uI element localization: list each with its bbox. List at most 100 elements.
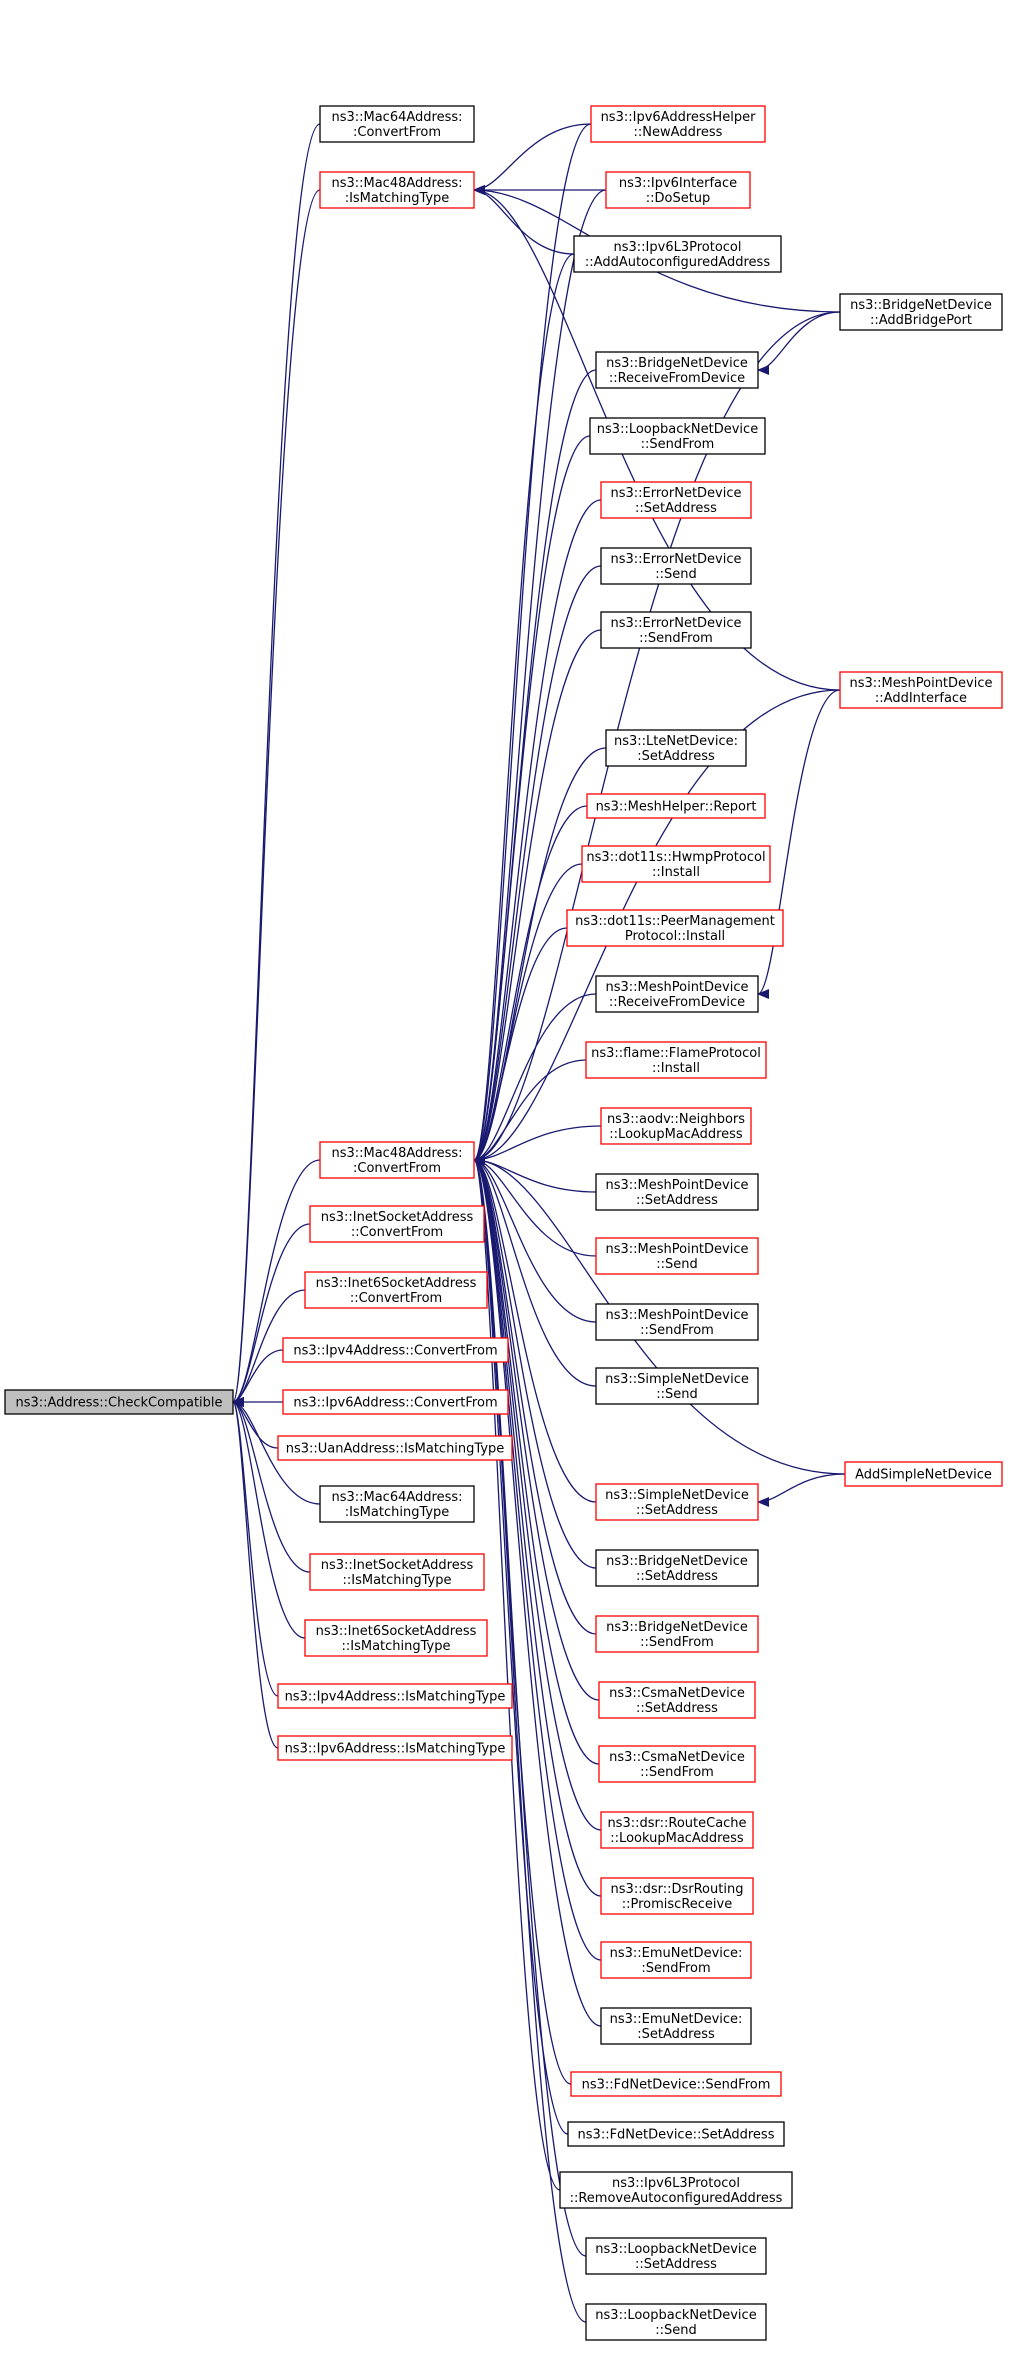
node-meshpoint_addinterface[interactable]: ns3::MeshPointDevice::AddInterface [839,671,1003,709]
node-ipv6_convertfrom[interactable]: ns3::Ipv6Address::ConvertFrom [282,1389,509,1415]
node-meshpoint_send[interactable]: ns3::MeshPointDevice::Send [595,1237,759,1275]
node-emu_setaddress[interactable]: ns3::EmuNetDevice::SetAddress [600,2007,752,2045]
node-box [277,1435,513,1461]
edge-loopback_send-to-mac48_convertfrom [473,1155,587,2323]
node-simple_setaddress[interactable]: ns3::SimpleNetDevice::SetAddress [595,1483,759,1521]
node-box [304,1271,488,1309]
node-box [600,2007,752,2045]
node-box [581,845,771,883]
node-box [573,235,782,273]
node-inetsocket_ismatchingtype[interactable]: ns3::InetSocketAddress::IsMatchingType [309,1553,485,1591]
node-label-line: :ConvertFrom [353,125,441,140]
node-box [600,547,752,585]
node-box [319,1141,475,1179]
node-emu_sendfrom[interactable]: ns3::EmuNetDevice::SendFrom [600,1941,752,1979]
node-label-line: ns3::MeshPointDevice [605,1178,748,1193]
node-ipv6interface_dosetup[interactable]: ns3::Ipv6Interface::DoSetup [605,171,751,209]
node-label-line: ns3::dot11s::PeerManagement [575,914,775,929]
node-uan_ismatchingtype[interactable]: ns3::UanAddress::IsMatchingType [277,1435,513,1461]
node-label-line: ns3::EmuNetDevice: [610,1946,743,1961]
edge-inetsocket_convertfrom-to-root [232,1223,311,1407]
node-box [600,481,752,519]
node-ipv4_ismatchingtype[interactable]: ns3::Ipv4Address::IsMatchingType [277,1683,513,1709]
node-flame_install[interactable]: ns3::flame::FlameProtocol::Install [585,1041,767,1079]
node-box [566,909,784,947]
node-dsr_routecache_lookupmac[interactable]: ns3::dsr::RouteCache::LookupMacAddress [600,1811,754,1849]
node-simple_send[interactable]: ns3::SimpleNetDevice::Send [595,1367,759,1405]
node-box [585,1041,767,1079]
node-addsimplenetdevice[interactable]: AddSimpleNetDevice [844,1461,1003,1487]
node-ipv4_convertfrom[interactable]: ns3::Ipv4Address::ConvertFrom [282,1337,509,1363]
node-bridge_setaddress[interactable]: ns3::BridgeNetDevice::SetAddress [595,1549,759,1587]
node-loopback_send[interactable]: ns3::LoopbackNetDevice::Send [585,2303,767,2341]
node-label-line: ns3::BridgeNetDevice [606,1620,748,1635]
node-meshhelper_report[interactable]: ns3::MeshHelper::Report [586,793,766,819]
node-peermgmt_install[interactable]: ns3::dot11s::PeerManagementProtocol::Ins… [566,909,784,947]
node-meshpoint_sendfrom[interactable]: ns3::MeshPointDevice::SendFrom [595,1303,759,1341]
node-bridge_sendfrom[interactable]: ns3::BridgeNetDevice::SendFrom [595,1615,759,1653]
node-label-line: ns3::FdNetDevice::SendFrom [582,2078,771,2093]
node-ipv6l3_addautoconf[interactable]: ns3::Ipv6L3Protocol::AddAutoconfiguredAd… [573,235,782,273]
node-ipv6_ismatchingtype[interactable]: ns3::Ipv6Address::IsMatchingType [277,1735,513,1761]
node-fd_setaddress[interactable]: ns3::FdNetDevice::SetAddress [567,2121,785,2147]
node-hwmp_install[interactable]: ns3::dot11s::HwmpProtocol::Install [581,845,771,883]
node-label-line: ::LookupMacAddress [609,1127,743,1142]
node-label-line: ns3::MeshHelper::Report [596,800,757,815]
node-ipv6addresshelper_newaddress[interactable]: ns3::Ipv6AddressHelper::NewAddress [590,105,766,143]
node-label-line: ns3::flame::FlameProtocol [591,1046,761,1061]
node-label-line: ns3::Ipv6Interface [619,176,737,191]
node-label-line: ::Send [655,567,697,582]
node-meshpoint_receivefromdevice[interactable]: ns3::MeshPointDevice::ReceiveFromDevice [595,975,759,1013]
node-aodv_lookupmac[interactable]: ns3::aodv::Neighbors::LookupMacAddress [600,1107,752,1145]
node-error_sendfrom[interactable]: ns3::ErrorNetDevice::SendFrom [600,611,752,649]
node-error_send[interactable]: ns3::ErrorNetDevice::Send [600,547,752,585]
node-root[interactable]: ns3::Address::CheckCompatible [4,1389,234,1415]
edge-emu_sendfrom-to-mac48_convertfrom [473,1155,602,1961]
node-label-line: :SetAddress [637,749,715,764]
node-mac64_ismatchingtype[interactable]: ns3::Mac64Address::IsMatchingType [319,1485,475,1523]
edge-meshpoint_receivefromdevice-to-mac48_convertfrom [473,993,597,1165]
node-dsr_promiscreceive[interactable]: ns3::dsr::DsrRouting::PromiscReceive [600,1877,754,1915]
node-label-line: ns3::Ipv4Address::IsMatchingType [285,1690,506,1705]
node-mac64_convertfrom[interactable]: ns3::Mac64Address::ConvertFrom [319,105,475,143]
node-box [559,2171,793,2209]
node-inet6socket_convertfrom[interactable]: ns3::Inet6SocketAddress::ConvertFrom [304,1271,488,1309]
node-mac48_convertfrom[interactable]: ns3::Mac48Address::ConvertFrom [319,1141,475,1179]
node-loopback_sendfrom[interactable]: ns3::LoopbackNetDevice::SendFrom [589,417,766,455]
node-lte_setaddress[interactable]: ns3::LteNetDevice::SetAddress [605,729,747,767]
node-bridge_addbridgeport[interactable]: ns3::BridgeNetDevice::AddBridgePort [839,293,1003,331]
node-box [570,2071,782,2097]
edge-addsimplenetdevice-to-simple_setaddress [757,1473,846,1507]
edge-ipv6_ismatchingtype-to-root [232,1397,279,1749]
node-inetsocket_convertfrom[interactable]: ns3::InetSocketAddress::ConvertFrom [309,1205,485,1243]
node-label-line: ::SetAddress [636,1701,718,1716]
node-meshpoint_setaddress[interactable]: ns3::MeshPointDevice::SetAddress [595,1173,759,1211]
node-label-line: ::SetAddress [635,2257,717,2272]
node-fd_sendfrom[interactable]: ns3::FdNetDevice::SendFrom [570,2071,782,2097]
node-mac48_ismatchingtype[interactable]: ns3::Mac48Address::IsMatchingType [319,171,475,209]
node-csma_sendfrom[interactable]: ns3::CsmaNetDevice::SendFrom [598,1745,756,1783]
node-label-line: ::ConvertFrom [351,1225,443,1240]
node-label-line: ns3::aodv::Neighbors [607,1112,745,1127]
node-label-line: ::DoSetup [646,191,711,206]
node-box [595,1549,759,1587]
node-box [304,1619,488,1657]
node-label-line: ns3::Mac48Address: [331,176,462,191]
node-bridge_receivefromdevice[interactable]: ns3::BridgeNetDevice::ReceiveFromDevice [595,351,759,389]
node-box [4,1389,234,1415]
edge-csma_setaddress-to-mac48_convertfrom [473,1155,600,1701]
node-label-line: ns3::LoopbackNetDevice [595,2242,756,2257]
node-csma_setaddress[interactable]: ns3::CsmaNetDevice::SetAddress [598,1681,756,1719]
node-box [567,2121,785,2147]
node-ipv6l3_removeautoconf[interactable]: ns3::Ipv6L3Protocol::RemoveAutoconfigure… [559,2171,793,2209]
node-label-line: ::SetAddress [635,501,717,516]
node-loopback_setaddress[interactable]: ns3::LoopbackNetDevice::SetAddress [585,2237,767,2275]
node-error_setaddress[interactable]: ns3::ErrorNetDevice::SetAddress [600,481,752,519]
node-label-line: ns3::BridgeNetDevice [606,1554,748,1569]
node-label-line: ::ReceiveFromDevice [609,371,745,386]
node-label-line: ns3::ErrorNetDevice [610,616,741,631]
node-label-line: ns3::MeshPointDevice [605,980,748,995]
node-box [600,1811,754,1849]
node-inet6socket_ismatchingtype[interactable]: ns3::Inet6SocketAddress::IsMatchingType [304,1619,488,1657]
